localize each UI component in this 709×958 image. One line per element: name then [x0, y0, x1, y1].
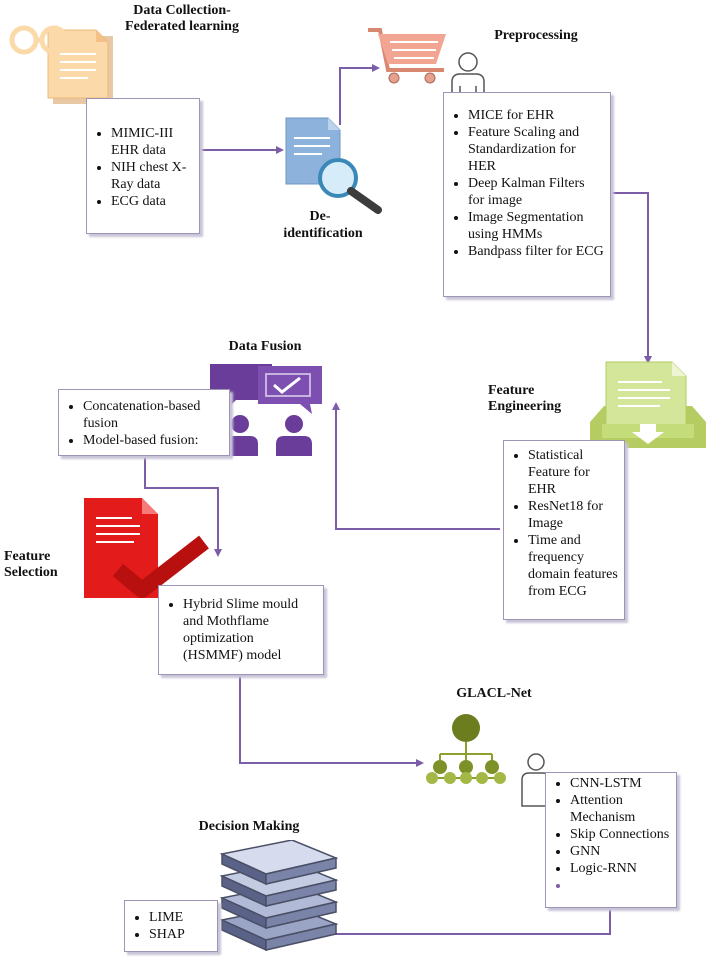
deidentification-title: De- [309, 209, 331, 224]
deidentification-title-line2: identification [283, 226, 363, 241]
list-item: GNN [570, 843, 670, 860]
list-item: Model-based fusion: [83, 432, 223, 449]
document-glasses-icon [9, 25, 113, 104]
hierarchy-network-icon [426, 714, 506, 784]
arrowhead [214, 549, 222, 557]
list-item: ResNet18 for Image [528, 498, 618, 532]
connector-fusion-to-selection [144, 456, 219, 551]
document-tray-icon [590, 361, 706, 448]
connector-fe-to-fusion [335, 408, 500, 530]
list-item: MIMIC-III EHR data [111, 125, 193, 159]
connector-preprocessing-to-fe [610, 192, 649, 358]
list-item: Statistical Feature for EHR [528, 447, 618, 498]
glacl-net-title: GLACL-Net [456, 686, 532, 701]
feature-engineering-box: Statistical Feature for EHR ResNet18 for… [503, 440, 625, 620]
list-item: Image Segmentation using HMMs [468, 209, 604, 243]
list-item: CNN-LSTM [570, 775, 670, 792]
data-collection-box: MIMIC-III EHR data NIH chest X-Ray data … [86, 98, 200, 234]
data-collection-title: Data Collection- Federated learning [125, 3, 239, 34]
arrowhead [276, 146, 284, 154]
list-item: LIME [149, 909, 211, 926]
list-item: Hybrid Slime mould and Mothflame optimiz… [183, 596, 317, 664]
decision-making-box: LIME SHAP [124, 900, 218, 952]
list-item: Time and frequency domain features from … [528, 532, 618, 600]
list-item: Feature Scaling and Standardization for … [468, 124, 604, 175]
arrowhead [644, 356, 652, 364]
preprocessing-title: Preprocessing [494, 28, 578, 43]
database-stack-icon [219, 840, 339, 952]
list-item [570, 877, 670, 894]
list-item: Logic-RNN [570, 860, 670, 877]
data-fusion-title: Data Fusion [228, 339, 302, 354]
arrowhead [372, 64, 380, 72]
arrowhead [416, 759, 424, 767]
list-item: Attention Mechanism [570, 792, 670, 826]
decision-making-title: Decision Making [198, 819, 300, 834]
connector-selection-to-glacl [239, 676, 418, 764]
list-item: ECG data [111, 193, 193, 210]
feature-engineering-title: Feature Engineering [488, 383, 562, 414]
list-item: Concatenation-based fusion [83, 398, 223, 432]
list-item: Deep Kalman Filters for image [468, 175, 604, 209]
list-item: MICE for EHR [468, 107, 604, 124]
list-item: NIH chest X-Ray data [111, 159, 193, 193]
list-item: Bandpass filter for ECG [468, 243, 604, 260]
arrowhead [332, 402, 340, 410]
document-search-icon [285, 117, 382, 214]
data-fusion-box: Concatenation-based fusion Model-based f… [58, 389, 230, 456]
feature-selection-title: Feature Selection [4, 549, 58, 580]
preprocessing-box: MICE for EHR Feature Scaling and Standar… [443, 92, 611, 297]
connector-glacl-to-decision [312, 908, 611, 935]
feature-selection-box: Hybrid Slime mould and Mothflame optimiz… [158, 585, 324, 675]
list-item: SHAP [149, 926, 211, 943]
connector-deid-to-preprocessing [339, 67, 374, 125]
glacl-net-box: CNN-LSTM Attention Mechanism Skip Connec… [545, 772, 677, 908]
document-check-icon [84, 498, 209, 598]
shopping-cart-icon [368, 28, 446, 84]
list-item: Skip Connections [570, 826, 670, 843]
